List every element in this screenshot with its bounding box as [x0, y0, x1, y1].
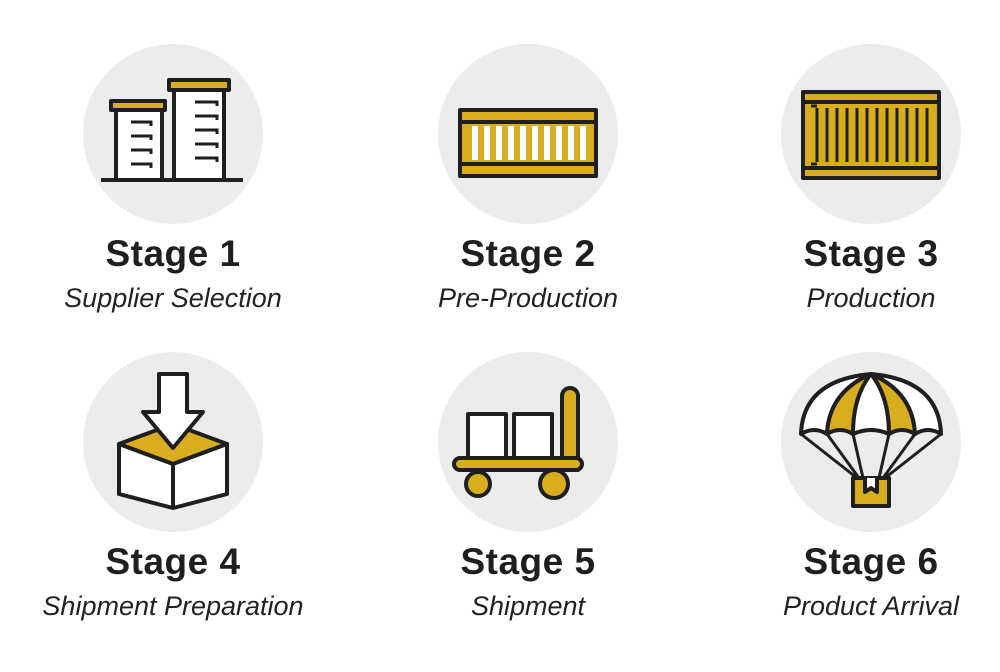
box-arrow-icon — [117, 372, 229, 510]
stage-subtitle: Pre-Production — [437, 283, 619, 313]
stage-subtitle: Shipment — [470, 591, 586, 621]
parachute-icon — [799, 372, 943, 508]
icon-circle — [83, 44, 263, 224]
stage-subtitle: Supplier Selection — [64, 283, 282, 313]
stage-subtitle: Shipment Preparation — [42, 591, 304, 621]
icon-circle — [781, 352, 961, 532]
open-container-icon — [458, 108, 598, 178]
buildings-icon — [101, 78, 243, 182]
shipping-container-icon — [801, 90, 941, 180]
icon-circle — [438, 44, 618, 224]
stage-title: Stage 6 — [803, 541, 939, 582]
stage-title: Stage 3 — [803, 233, 939, 274]
stage-subtitle: Production — [806, 283, 936, 313]
stage-title: Stage 5 — [460, 541, 596, 582]
icon-circle — [781, 44, 961, 224]
stage-title: Stage 1 — [105, 233, 241, 274]
stage-title: Stage 2 — [460, 233, 596, 274]
hand-truck-icon — [452, 386, 584, 500]
icon-circle — [438, 352, 618, 532]
stage-title: Stage 4 — [105, 541, 241, 582]
icon-circle — [83, 352, 263, 532]
stage-subtitle: Product Arrival — [782, 591, 960, 621]
